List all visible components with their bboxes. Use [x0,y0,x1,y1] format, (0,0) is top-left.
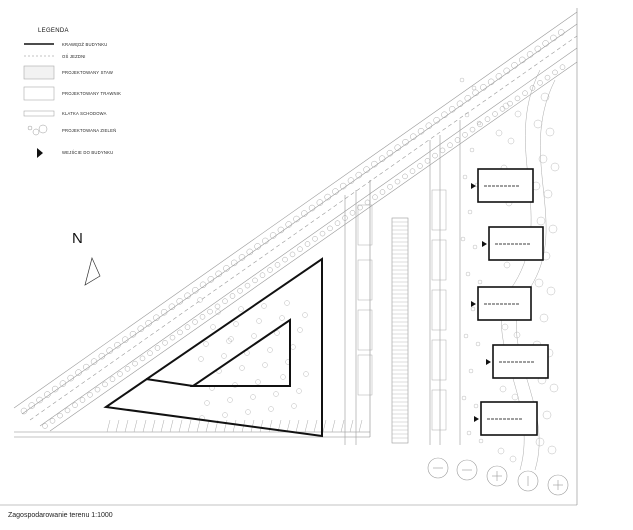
central-stair-strip [392,221,408,439]
entrance-arrows [471,183,491,422]
parking-pads [357,189,447,431]
legend-label-greenery: PROJEKTOWANA ZIELEŃ [62,128,117,133]
legend-label-lawn: PROJEKTOWANY TRAWNIK [62,91,122,96]
building-labels [484,185,535,420]
drawing-caption: Zagospodarowanie terenu 1:1000 [8,512,113,519]
legend-label-entrance: WEJŚCIE DO BUDYNKU [62,150,114,155]
diagonal-road [13,11,578,432]
legend-label-pond: PROJEKTOWANY STAW [62,70,114,75]
north-arrow-icon [84,256,101,286]
vertical-roads [344,120,461,445]
diagonal-tree-row [20,29,566,429]
legend-label-building-edge: KRAWĘDŹ BUDYNKU [62,42,108,47]
legend-label-road-axis: OŚ JEZDNI [62,54,86,59]
north-label: N [72,230,83,247]
legend-symbols [23,43,55,158]
bottom-road [14,180,371,438]
building-edge [103,257,323,438]
legend-title: LEGENDA [38,28,69,34]
parking-stalls [106,419,363,433]
bottom-right-trees [427,457,569,496]
legend-label-staircase: KLATKA SCHODOWA [62,111,107,116]
frame-lines [0,8,578,506]
